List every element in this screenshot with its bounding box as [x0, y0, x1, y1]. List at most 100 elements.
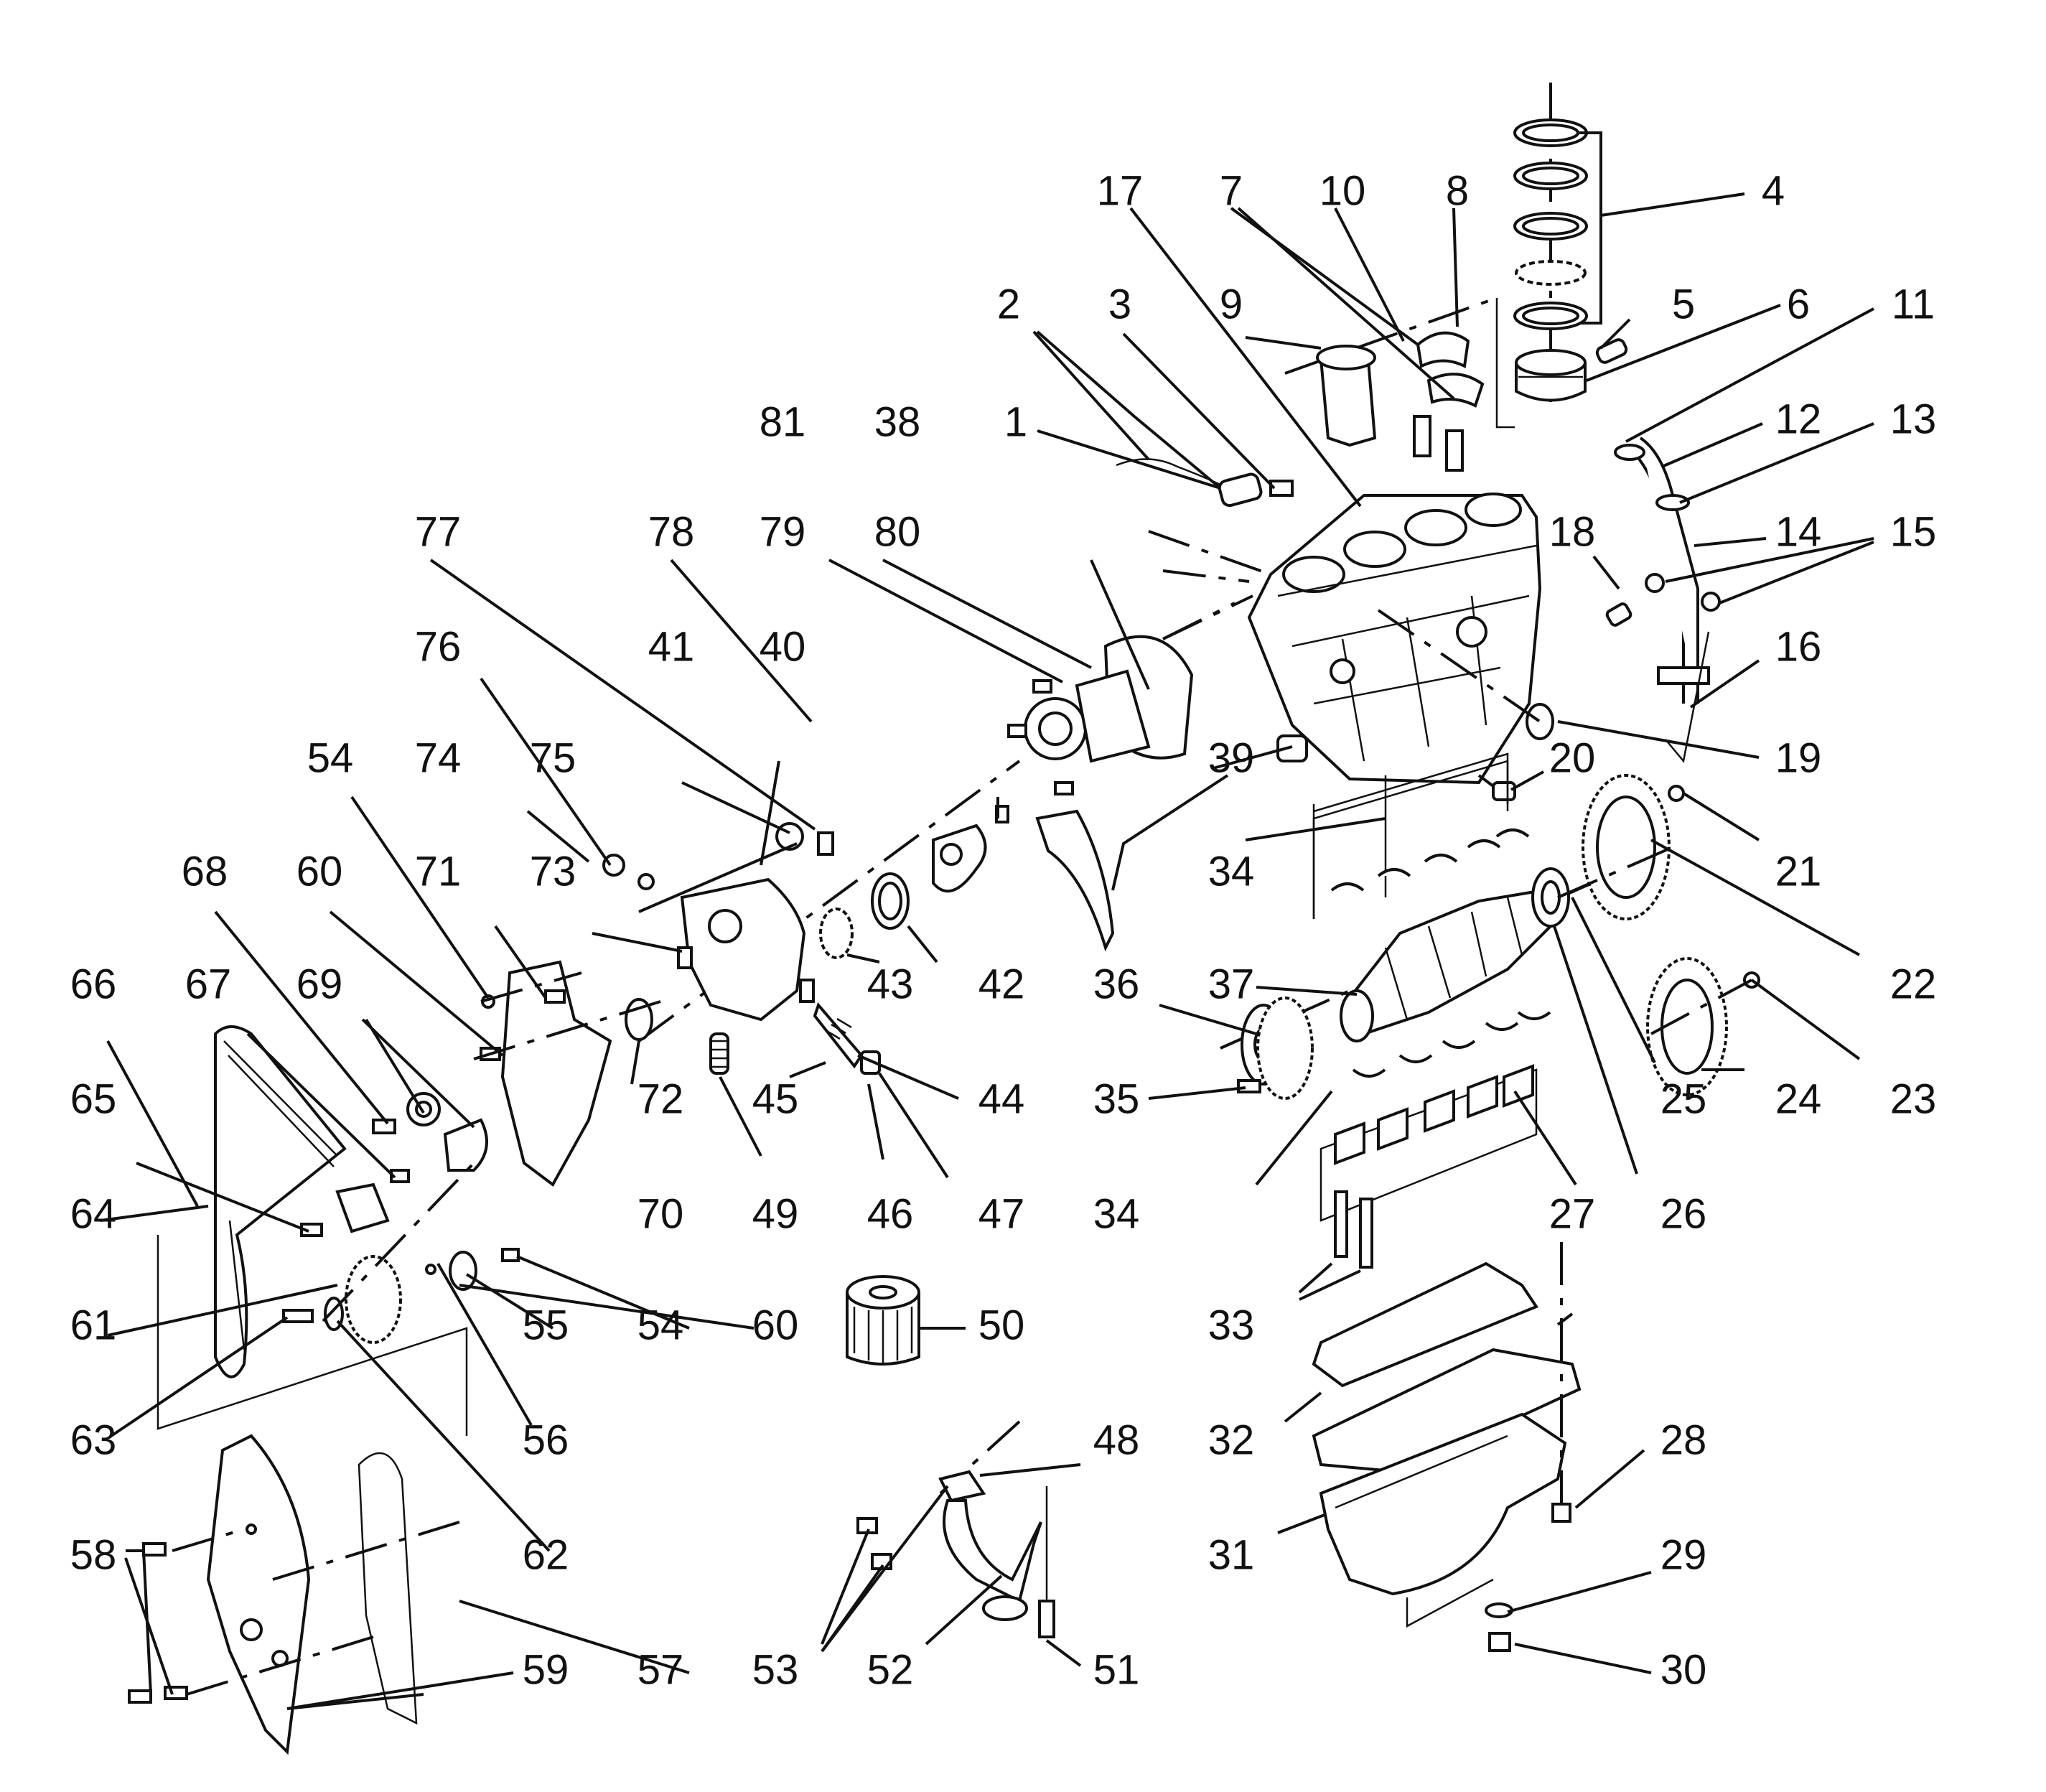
callout-13: 13	[1890, 396, 1937, 442]
callout-12: 12	[1775, 396, 1822, 442]
flywheel-assembly	[1531, 774, 1760, 1096]
callout-6: 6	[1787, 281, 1810, 327]
callout-60-lower: 60	[752, 1302, 799, 1348]
front-cover-lower	[128, 1434, 460, 1755]
callout-41: 41	[648, 623, 695, 670]
callout-9: 9	[1220, 281, 1243, 327]
callout-47: 47	[978, 1190, 1025, 1237]
callout-labels: 1 2 3 4 5 6 7 8 9 10 11 12 13 14 15 16 1…	[70, 167, 1937, 1693]
callout-7: 7	[1220, 167, 1243, 214]
dipstick-tube	[1614, 437, 1721, 763]
callout-8: 8	[1446, 167, 1469, 214]
callout-14: 14	[1775, 508, 1822, 555]
callout-61: 61	[70, 1302, 117, 1348]
engine-block	[1148, 493, 1632, 801]
callout-15: 15	[1890, 508, 1937, 555]
callout-43: 43	[867, 961, 914, 1007]
callout-73: 73	[530, 848, 576, 895]
callout-18: 18	[1549, 508, 1596, 555]
callout-42: 42	[978, 961, 1025, 1007]
callout-1: 1	[1004, 398, 1027, 445]
callout-66: 66	[70, 961, 117, 1007]
callout-76: 76	[415, 623, 462, 670]
callout-34-upper: 34	[1208, 848, 1255, 895]
leader-lines	[100, 131, 1874, 1710]
callout-2: 2	[997, 281, 1020, 327]
callout-23: 23	[1890, 1075, 1937, 1122]
timing-belt	[214, 1025, 347, 1378]
callout-52: 52	[867, 1646, 914, 1693]
callout-4: 4	[1762, 167, 1785, 214]
callout-69: 69	[296, 961, 343, 1007]
main-bearing-caps	[1319, 1064, 1538, 1269]
callout-62: 62	[523, 1531, 569, 1578]
callout-48: 48	[1093, 1417, 1140, 1463]
callout-77: 77	[415, 508, 462, 555]
callout-3: 3	[1108, 281, 1131, 327]
callout-64: 64	[70, 1190, 117, 1237]
oil-pickup	[856, 1420, 1055, 1638]
callout-54-lower: 54	[637, 1302, 684, 1348]
callout-22: 22	[1890, 961, 1937, 1007]
oil-filter	[846, 1275, 920, 1366]
callout-50: 50	[978, 1302, 1025, 1348]
callout-51: 51	[1093, 1646, 1140, 1693]
callout-28: 28	[1660, 1417, 1707, 1463]
callout-34-lower: 34	[1093, 1190, 1140, 1237]
callout-56: 56	[523, 1417, 569, 1463]
callout-40: 40	[760, 623, 806, 670]
callout-11: 11	[1892, 281, 1935, 327]
callout-45: 45	[752, 1075, 799, 1122]
callout-44: 44	[978, 1075, 1025, 1122]
connecting-rod	[1284, 297, 1515, 472]
callout-81: 81	[760, 398, 806, 445]
piston-ring-set	[1513, 83, 1588, 402]
callout-29: 29	[1660, 1531, 1707, 1578]
parts-artwork	[128, 83, 1760, 1755]
callout-53: 53	[752, 1646, 799, 1693]
callout-20: 20	[1549, 734, 1596, 781]
callout-55: 55	[523, 1302, 569, 1348]
callout-31: 31	[1208, 1531, 1255, 1578]
callout-59: 59	[523, 1646, 569, 1693]
callout-67: 67	[185, 961, 232, 1007]
callout-33: 33	[1208, 1302, 1255, 1348]
oil-pump	[602, 760, 1021, 1075]
callout-72: 72	[637, 1075, 684, 1122]
callout-71: 71	[415, 848, 462, 895]
callout-70: 70	[637, 1190, 684, 1237]
oil-pan	[1312, 1242, 1582, 1652]
callout-80: 80	[874, 508, 921, 555]
callout-27: 27	[1549, 1190, 1596, 1237]
callout-78: 78	[648, 508, 695, 555]
callout-24: 24	[1775, 1075, 1822, 1122]
callout-17: 17	[1097, 167, 1144, 214]
callout-19: 19	[1775, 734, 1822, 781]
callout-39: 39	[1208, 734, 1255, 781]
callout-58: 58	[70, 1531, 117, 1578]
callout-38: 38	[874, 398, 921, 445]
water-pump	[1007, 602, 1235, 795]
front-cover-upper	[473, 960, 661, 1187]
callout-26: 26	[1660, 1190, 1707, 1237]
crank-sprocket	[1237, 997, 1314, 1100]
callout-25: 25	[1660, 1075, 1707, 1122]
callout-37: 37	[1208, 961, 1255, 1007]
callout-63: 63	[70, 1417, 117, 1463]
callout-60-upper: 60	[296, 848, 343, 895]
callout-57: 57	[637, 1646, 684, 1693]
callout-54-upper: 54	[307, 734, 354, 781]
callout-79: 79	[760, 508, 806, 555]
callout-30: 30	[1660, 1646, 1707, 1693]
callout-65: 65	[70, 1075, 117, 1122]
callout-36: 36	[1093, 961, 1140, 1007]
callout-5: 5	[1672, 281, 1695, 327]
callout-75: 75	[530, 734, 576, 781]
callout-32: 32	[1208, 1417, 1255, 1463]
main-bearings-upper	[1313, 752, 1530, 892]
callout-68: 68	[182, 848, 228, 895]
piston	[1515, 338, 1628, 402]
callout-49: 49	[752, 1190, 799, 1237]
